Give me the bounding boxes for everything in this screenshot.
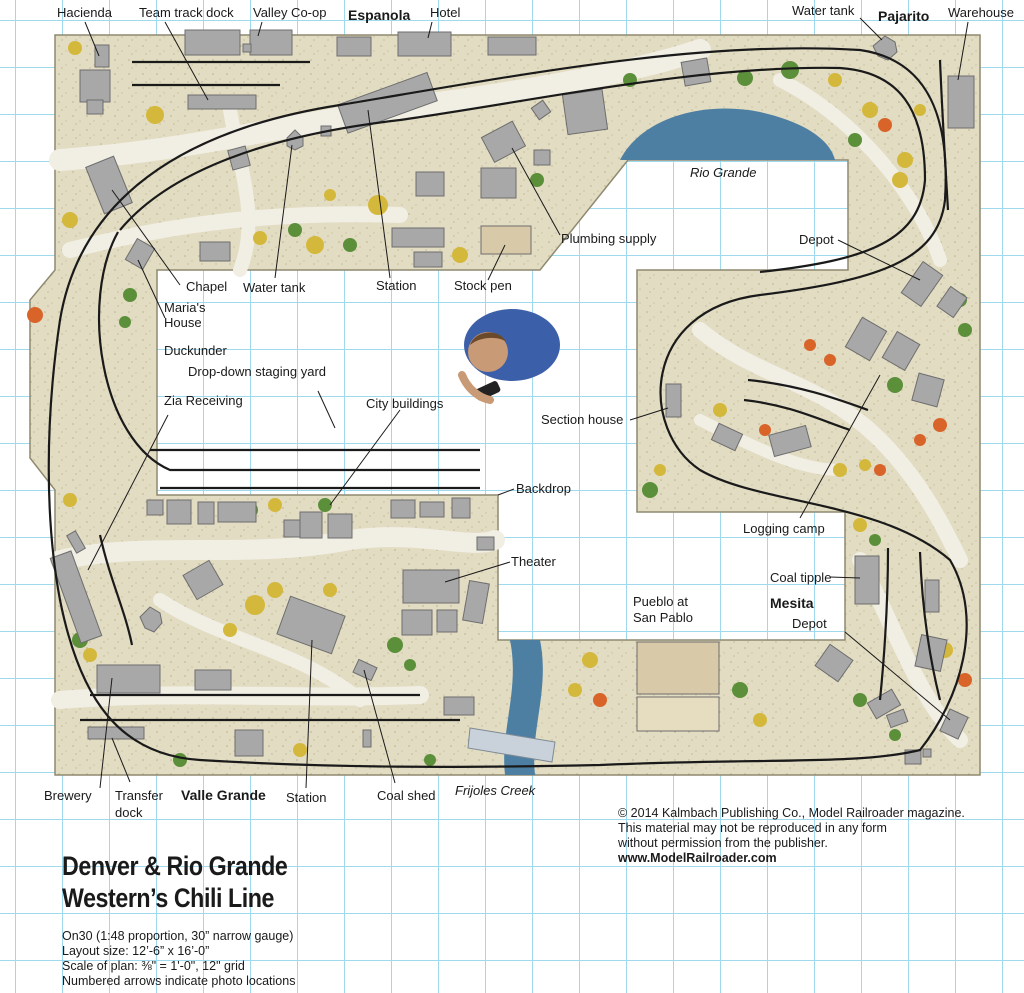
label-valley-coop: Valley Co-op (253, 5, 327, 20)
label-station-espanola: Station (376, 278, 417, 293)
copyright-line2: This material may not be reproduced in a… (618, 821, 887, 835)
label-depot-pajarito: Depot (799, 232, 834, 247)
buildings (49, 29, 975, 765)
water (467, 108, 835, 775)
specs: On30 (1:48 proportion, 30” narrow gauge)… (62, 929, 295, 989)
copyright-line1: © 2014 Kalmbach Publishing Co., Model Ra… (618, 806, 965, 820)
label-rio-grande: Rio Grande (690, 165, 757, 180)
spec-line4: Numbered arrows indicate photo locations (62, 974, 296, 988)
trees (27, 41, 972, 767)
label-water-tank-espanola: Water tank (243, 280, 306, 295)
label-transfer-line2: dock (115, 805, 143, 820)
label-duckunder: Duckunder (164, 343, 227, 358)
label-chapel: Chapel (186, 279, 228, 294)
label-station-valle: Station (286, 790, 327, 805)
label-theater: Theater (511, 554, 556, 569)
label-brewery: Brewery (44, 788, 92, 803)
label-team-track-dock: Team track dock (139, 5, 234, 20)
label-pueblo-line2: San Pablo (633, 610, 693, 625)
label-plumbing-supply: Plumbing supply (561, 231, 657, 246)
label-zia-receiving: Zia Receiving (164, 393, 243, 408)
leader-lines (84, 17, 969, 789)
spec-line1: On30 (1:48 proportion, 30” narrow gauge) (62, 929, 294, 943)
copyright-block: © 2014 Kalmbach Publishing Co., Model Ra… (618, 806, 965, 866)
label-warehouse: Warehouse (948, 5, 1014, 20)
spec-line3: Scale of plan: ⅜" = 1'-0", 12" grid (62, 959, 245, 973)
title-line1: Denver & Rio Grande (62, 851, 288, 881)
label-city-buildings: City buildings (366, 396, 444, 411)
spec-line2: Layout size: 12’-6” x 16’-0” (62, 944, 210, 958)
label-water-tank-pajarito: Water tank (792, 3, 855, 18)
label-marias-house: Maria's House (164, 300, 206, 330)
label-hotel: Hotel (430, 5, 461, 20)
label-stock-pen: Stock pen (454, 278, 512, 293)
label-hacienda: Hacienda (57, 5, 112, 20)
label-frijoles-creek: Frijoles Creek (455, 783, 536, 798)
operator-figure (458, 309, 560, 404)
copyright-url[interactable]: www.ModelRailroader.com (618, 851, 777, 865)
track (47, 47, 968, 768)
label-coal-tipple: Coal tipple (770, 570, 832, 585)
label-coal-shed: Coal shed (377, 788, 436, 803)
label-logging-camp: Logging camp (743, 521, 825, 536)
title-block: Denver & Rio Grande Western’s Chili Line (62, 850, 324, 914)
label-pajarito: Pajarito (878, 8, 930, 24)
label-espanola: Espanola (348, 7, 411, 23)
label-mesita: Mesita (770, 595, 814, 611)
title-line2: Western’s Chili Line (62, 883, 275, 913)
label-drop-down-staging: Drop-down staging yard (188, 364, 327, 379)
label-backdrop: Backdrop (516, 481, 571, 496)
label-depot-mesita: Depot (792, 616, 827, 631)
label-section-house: Section house (541, 412, 624, 427)
label-valle-grande: Valle Grande (181, 787, 266, 803)
label-transfer-line1: Transfer (115, 788, 163, 803)
copyright-line3: without permission from the publisher. (618, 836, 828, 850)
label-pueblo-line1: Pueblo at (633, 594, 688, 609)
